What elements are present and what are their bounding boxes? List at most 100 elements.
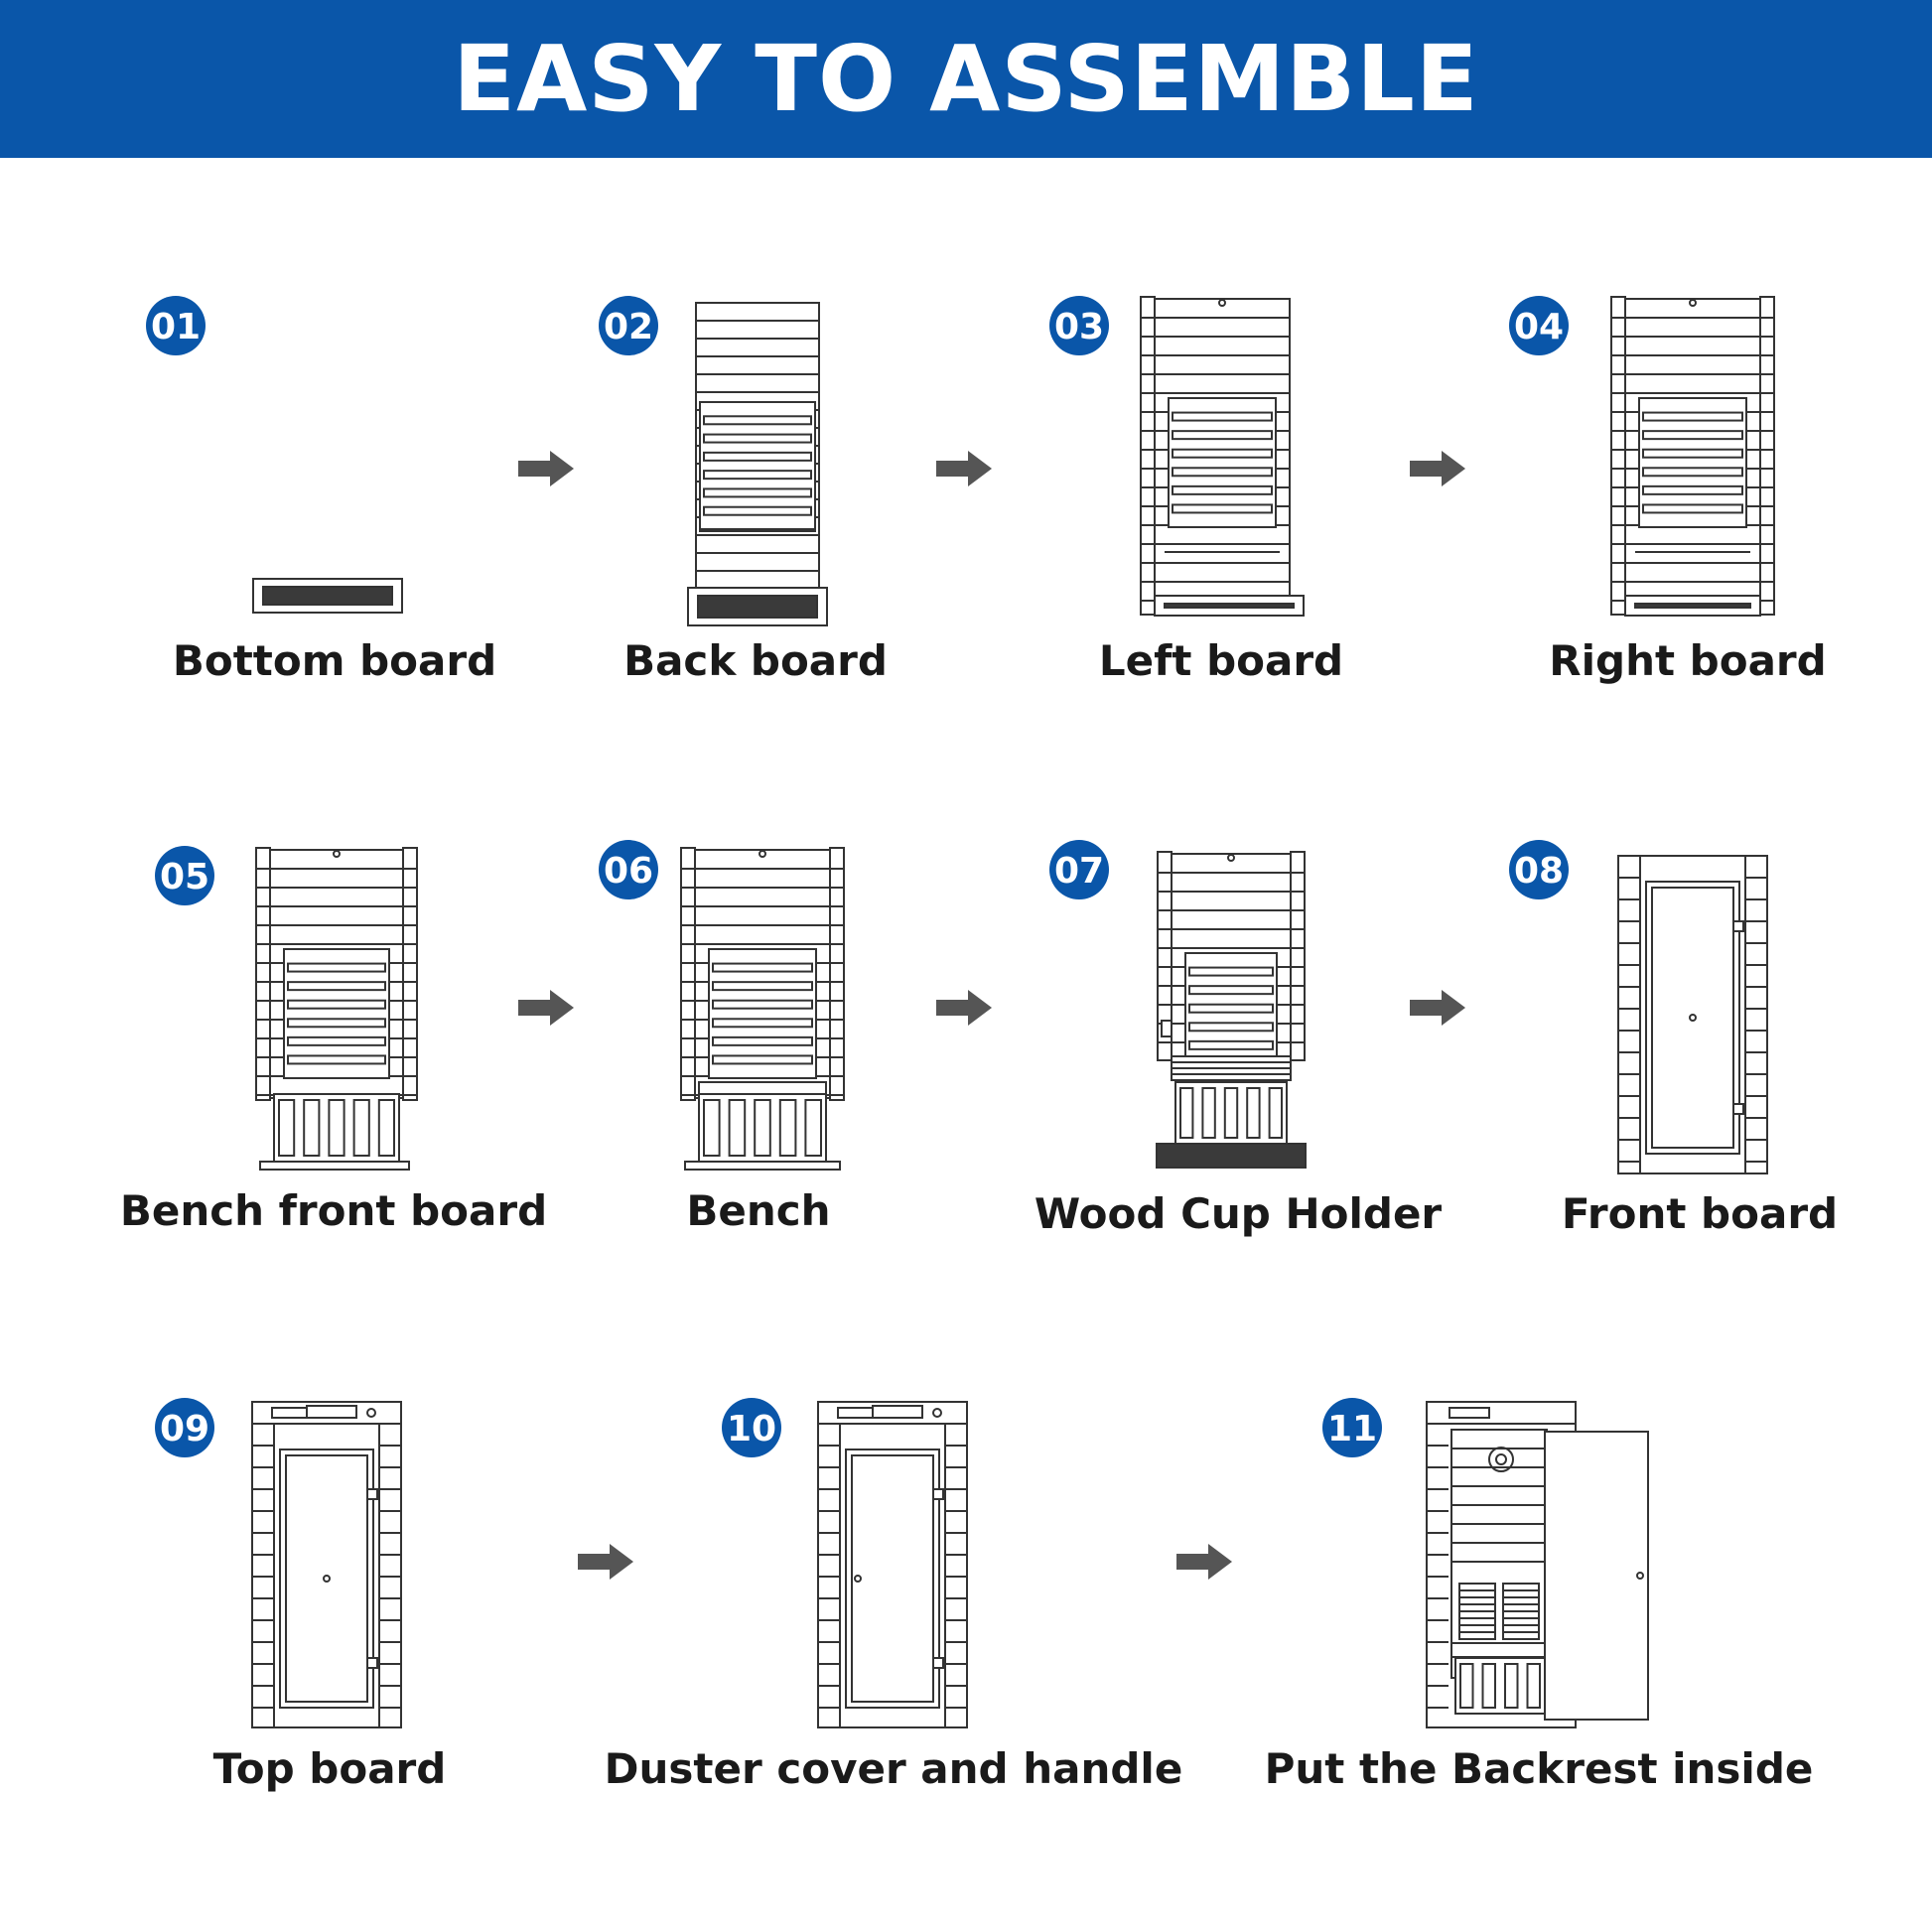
bench-front-shape [1174,1081,1288,1145]
roof-control [306,1405,357,1419]
arrow-shaft [578,1554,612,1570]
step-number: 08 [1514,851,1564,892]
top-hook [1218,299,1226,307]
arrow-right-icon [1410,451,1465,486]
top-hook [333,850,341,858]
arrow-right-icon [1176,1544,1232,1580]
bench-slat [1201,1087,1216,1139]
heater-bar [287,1018,386,1029]
arrow-shaft [1410,1000,1444,1016]
bench-seat [698,1081,827,1095]
left-wall [255,847,271,1101]
bench-slat [754,1099,771,1157]
arrow-right-icon [1410,990,1465,1026]
heater-bar [287,1054,386,1065]
heater-bar [287,999,386,1010]
heater-bar [712,1018,813,1029]
floor-edge [684,1161,841,1171]
step-badge-circle [1509,840,1569,899]
step-label: Top board [213,1744,447,1793]
roof-vent [1449,1407,1490,1419]
door-glass-inner [1651,887,1734,1149]
speaker-center [1495,1453,1507,1465]
roof-light [932,1408,942,1418]
speaker-icon [1488,1447,1514,1472]
right-wall [402,847,418,1101]
bench-slat [728,1099,747,1157]
left-wall [1610,296,1626,616]
heater-bar [1642,467,1743,478]
heater-bar [1172,448,1273,459]
step-badge-circle [155,846,214,905]
arrow-head [1442,451,1465,486]
heater-bar [712,1035,813,1046]
step-label: Left board [1099,636,1343,685]
step-label: Bench front board [120,1186,547,1235]
step-badge-circle [1049,296,1109,355]
arrow-head [550,451,574,486]
heater-bar [712,1054,813,1065]
floor-heater-panel [1156,1143,1307,1169]
bench-seat [1450,1642,1548,1658]
door-hinge-top [932,1488,944,1500]
door-handle [323,1575,331,1583]
arrow-shaft [518,461,552,477]
door-hinge-bottom [366,1657,378,1669]
bench-slat [377,1099,395,1157]
step-number: 05 [160,857,209,897]
step-badge: 02 [599,296,658,355]
heater-bar [1642,484,1743,495]
heater-bar [1188,966,1274,977]
bench-slat [1504,1663,1519,1709]
bench-slat [328,1099,345,1157]
heater-bar [1642,411,1743,422]
arrow-head [1208,1544,1232,1580]
door-handle [1689,1014,1697,1022]
left-wall [1140,296,1156,616]
step-number: 10 [727,1409,776,1449]
arrow-shaft [1410,461,1444,477]
glass-door [279,1449,374,1709]
arrow-head [610,1544,633,1580]
step-number: 02 [604,307,653,347]
heater-bar [287,1035,386,1046]
roof-light [366,1408,376,1418]
step-badge-circle [1322,1398,1382,1457]
glass-door [1645,881,1740,1155]
step-badge: 11 [1322,1398,1382,1457]
arrow-shaft [1176,1554,1210,1570]
step-number: 04 [1514,307,1564,347]
heater-bar [703,433,812,444]
bench-slat [1481,1663,1496,1709]
step-badge: 05 [155,846,214,905]
step-badge-circle [599,296,658,355]
bench-slat [703,1099,721,1157]
top-hook [1227,854,1235,862]
step-badge-circle [599,840,658,899]
heater-bar [703,505,812,516]
door-hinge-top [366,1488,378,1500]
left-wall [680,847,696,1101]
bench-slat [1246,1087,1261,1139]
left-wall [1157,851,1173,1061]
heater-bar [703,415,812,426]
floor-heater-panel [262,586,393,606]
arrow-head [968,451,992,486]
heater-bar [1172,467,1273,478]
floor-heater-panel [1634,603,1751,609]
floor-heater-panel [697,595,818,619]
bench-slat [278,1099,296,1157]
heater-bar [1172,430,1273,441]
heater-bar [1172,503,1273,514]
heater-bar [712,981,813,992]
step-number: 01 [151,307,201,347]
door-hinge-top [1732,920,1744,932]
bench-front-shape [1454,1657,1546,1715]
heater-bar [703,451,812,462]
heater-bar [287,981,386,992]
heater-bar [712,999,813,1010]
